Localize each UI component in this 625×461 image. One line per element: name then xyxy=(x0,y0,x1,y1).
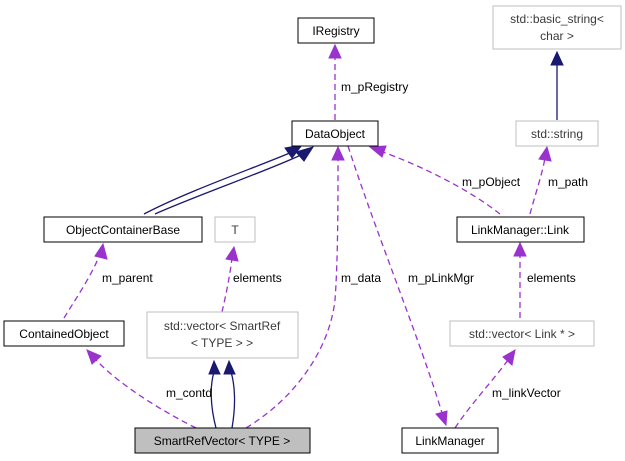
arrowhead-use-vector-link xyxy=(502,349,516,366)
arrowhead-inherit-vector-2 xyxy=(223,359,236,375)
node-basic-string[interactable]: std::basic_string< char > xyxy=(492,5,622,50)
edge-smartrefvector-inherits-vector-smartref-2 xyxy=(230,371,236,429)
edge-contained-uses-objectcontainerbase xyxy=(63,253,101,319)
nodes: IRegistry std::basic_string< char > Data… xyxy=(3,5,622,454)
node-linkmanager-link-label: LinkManager::Link xyxy=(471,223,570,237)
node-linkmanager-label: LinkManager xyxy=(415,434,484,448)
label-m-linkvector: m_linkVector xyxy=(492,386,561,400)
edge-smartrefvector-uses-contained xyxy=(95,359,197,429)
node-contained-object[interactable]: ContainedObject xyxy=(3,320,125,347)
arrowhead-use-contained xyxy=(86,349,102,365)
node-objectcontainerbase-label: ObjectContainerBase xyxy=(66,223,180,237)
label-elements-link: elements xyxy=(527,271,576,285)
arrowhead-use-dataobject-pobject xyxy=(368,145,387,158)
node-vector-link-label: std::vector< Link * > xyxy=(469,327,575,341)
arrowhead-inherit-basic-string xyxy=(550,50,564,66)
edge-labels: m_pRegistry m_pObject m_path m_parent el… xyxy=(102,80,588,400)
node-basic-string-label-2: char > xyxy=(540,29,574,43)
node-std-string-label: std::string xyxy=(531,127,583,141)
label-elements-t: elements xyxy=(233,271,282,285)
node-vector-link[interactable]: std::vector< Link * > xyxy=(449,320,595,347)
edge-objectcontainerbase-inherits-dataobject-2 xyxy=(154,153,304,215)
edge-dataobject-uses-linkmanager xyxy=(347,145,443,414)
node-std-string[interactable]: std::string xyxy=(515,120,599,147)
node-vector-smartref[interactable]: std::vector< SmartRef < TYPE > > xyxy=(146,311,299,359)
edges xyxy=(63,43,564,429)
node-iregistry[interactable]: IRegistry xyxy=(297,17,375,44)
label-m-plinkmgr: m_pLinkMgr xyxy=(408,271,474,285)
label-m-path: m_path xyxy=(548,175,588,189)
edge-link-uses-dataobject xyxy=(379,150,501,215)
edge-smartrefvector-inherits-vector-smartref xyxy=(210,371,217,429)
edge-objectcontainerbase-inherits-dataobject xyxy=(143,151,293,215)
node-vector-smartref-label-2: < TYPE > > xyxy=(191,336,253,350)
edge-linkmanager-uses-vector-link xyxy=(454,359,509,429)
node-objectcontainerbase[interactable]: ObjectContainerBase xyxy=(43,216,203,243)
label-m-pregistry: m_pRegistry xyxy=(341,80,408,94)
arrowhead-inherit-dataobject-2 xyxy=(295,146,315,162)
label-m-contd: m_contd xyxy=(166,386,212,400)
arrowhead-use-t xyxy=(225,245,239,262)
node-t[interactable]: T xyxy=(214,216,256,243)
node-contained-object-label: ContainedObject xyxy=(19,327,109,341)
arrowhead-use-std-string xyxy=(538,145,552,162)
arrowhead-use-linkmanager xyxy=(435,410,448,427)
arrowhead-use-objectcontainerbase xyxy=(94,242,108,260)
node-smartrefvector-label: SmartRefVector< TYPE > xyxy=(154,434,291,448)
edge-link-uses-std-string xyxy=(529,157,546,215)
node-linkmanager[interactable]: LinkManager xyxy=(401,427,499,454)
arrowhead-use-dataobject-mdata xyxy=(331,145,345,161)
label-m-pobject: m_pObject xyxy=(462,175,521,189)
node-t-label: T xyxy=(231,223,239,237)
node-basic-string-label-1: std::basic_string< xyxy=(510,12,604,26)
arrowhead-inherit-vector-1 xyxy=(208,359,221,375)
node-dataobject[interactable]: DataObject xyxy=(291,120,379,147)
node-dataobject-label: DataObject xyxy=(305,127,366,141)
edge-vector-smartref-uses-t xyxy=(221,257,233,313)
node-linkmanager-link[interactable]: LinkManager::Link xyxy=(456,216,585,243)
arrowhead-use-link xyxy=(513,241,527,257)
edge-smartrefvector-uses-dataobject xyxy=(245,159,339,429)
node-smartrefvector[interactable]: SmartRefVector< TYPE > xyxy=(134,427,311,454)
label-m-parent: m_parent xyxy=(102,271,153,285)
arrowhead-use-iregistry xyxy=(328,43,342,59)
label-m-data: m_data xyxy=(341,271,381,285)
node-iregistry-label: IRegistry xyxy=(312,24,359,38)
node-vector-smartref-label-1: std::vector< SmartRef xyxy=(164,319,281,333)
